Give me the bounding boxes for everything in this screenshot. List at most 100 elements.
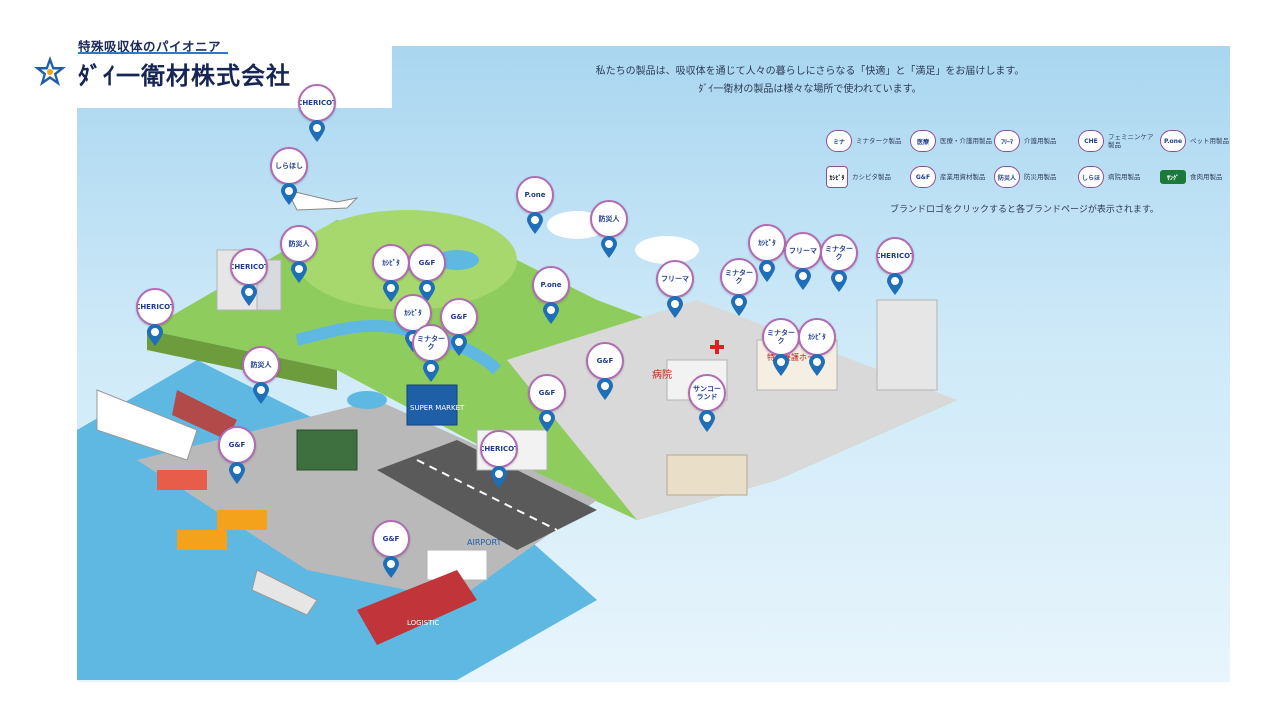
brand-pin-gf-1[interactable]: G&F: [408, 244, 446, 302]
map-marker-icon: [543, 302, 559, 324]
brand-pin-bosai-hill[interactable]: 防災人: [590, 200, 628, 258]
brand-pin-pone-shop[interactable]: P.one: [516, 176, 554, 234]
logo-rule: [78, 52, 228, 54]
brand-pin-shirahoshi[interactable]: しらほし: [270, 147, 308, 205]
brand-logo-icon: G&F: [372, 520, 410, 558]
legend-item[interactable]: ｻﾝｸﾞ食肉用製品: [1160, 164, 1223, 190]
brand-logo-icon: ミナターク: [762, 318, 800, 356]
brand-pin-gf-4[interactable]: G&F: [528, 374, 566, 432]
brand-logo-icon: ミナターク: [820, 234, 858, 272]
map-marker-icon: [667, 296, 683, 318]
brand-pin-freema-care[interactable]: フリーマ: [784, 232, 822, 290]
brand-pin-gf-port[interactable]: G&F: [218, 426, 256, 484]
brand-pin-gf-2[interactable]: G&F: [440, 298, 478, 356]
brand-pin-freema-hospital[interactable]: フリーマ: [656, 260, 694, 318]
brand-logo-icon: ミナターク: [412, 324, 450, 362]
map-marker-icon: [451, 334, 467, 356]
legend-item[interactable]: ﾌﾘｰﾏ介護用製品: [994, 128, 1057, 154]
brand-logo-icon: 防災人: [994, 166, 1020, 188]
brand-logo-icon: サンコーランド: [688, 374, 726, 412]
brand-pin-cherico-park[interactable]: CHERICOT: [230, 248, 268, 306]
brand-logo-icon: ミナターク: [720, 258, 758, 296]
brand-logo-icon: G&F: [440, 298, 478, 336]
brand-logo-icon: 防災人: [280, 225, 318, 263]
brand-logo-icon: G&F: [218, 426, 256, 464]
map-marker-icon: [291, 261, 307, 283]
brand-pin-minata-town[interactable]: ミナターク: [762, 318, 800, 376]
brand-logo-icon: P.one: [516, 176, 554, 214]
brand-logo-icon: フリーマ: [784, 232, 822, 270]
brand-pin-gf-harbor[interactable]: G&F: [372, 520, 410, 578]
brand-logo-icon: CHERICOT: [876, 237, 914, 275]
legend-label: フェミニンケア 製品: [1108, 133, 1154, 149]
legend-item[interactable]: 防災人防災用製品: [994, 164, 1057, 190]
brand-pin-kashipita-1[interactable]: ｶｼﾋﾟﾀ: [372, 244, 410, 302]
brand-pin-gf-3[interactable]: G&F: [586, 342, 624, 400]
brand-logo-icon: ｶｼﾋﾟﾀ: [372, 244, 410, 282]
brand-pin-minata-care[interactable]: ミナターク: [820, 234, 858, 292]
brand-logo-icon: CHERICOT: [230, 248, 268, 286]
legend-label: 病院用製品: [1108, 173, 1141, 181]
legend-item[interactable]: 医療医療・介護用製品: [910, 128, 992, 154]
map-marker-icon: [383, 556, 399, 578]
care-home-sign: 特別養護ホーム: [767, 352, 823, 362]
brand-pin-cherico-airport[interactable]: CHERICOT: [480, 430, 518, 488]
brand-pin-bosai-town[interactable]: 防災人: [280, 225, 318, 283]
brand-logo-icon: G&F: [586, 342, 624, 380]
brand-pin-kashipita-town[interactable]: ｶｼﾋﾟﾀ: [798, 318, 836, 376]
map-marker-icon: [281, 183, 297, 205]
brand-logo-icon: ミナ: [826, 130, 852, 152]
legend-label: 食肉用製品: [1190, 173, 1223, 181]
headline-line-1: 私たちの製品は、吸収体を通じて人々の暮らしにさらなる「快適」と「満足」をお届けし…: [595, 66, 1025, 77]
legend-label: 産業用資材製品: [940, 173, 986, 181]
brand-pin-bosai-ship[interactable]: 防災人: [242, 346, 280, 404]
company-logo[interactable]: 特殊吸収体のパイオニア ﾀﾞｲ一衛材株式会社: [0, 0, 392, 108]
hospital-sign: 病院: [652, 368, 672, 381]
legend-item[interactable]: しらほ病院用製品: [1078, 164, 1141, 190]
logo-tagline: 特殊吸収体のパイオニア: [78, 39, 222, 54]
brand-logo-icon: P.one: [1160, 130, 1186, 152]
map-marker-icon: [809, 354, 825, 376]
logistic-sign: LOGISTIC: [407, 619, 439, 627]
brand-pin-cherico-airplane[interactable]: CHERICOT: [298, 84, 336, 142]
airport-sign: AIRPORT: [467, 538, 501, 547]
brand-pin-minata-super[interactable]: ミナターク: [412, 324, 450, 382]
brand-logo-icon: 医療: [910, 130, 936, 152]
brand-pin-pone-house[interactable]: P.one: [532, 266, 570, 324]
map-marker-icon: [795, 268, 811, 290]
legend-label: 防災用製品: [1024, 173, 1057, 181]
super-sign: SUPER MARKET: [410, 404, 465, 412]
brand-logo-icon: 防災人: [242, 346, 280, 384]
map-marker-icon: [699, 410, 715, 432]
legend-note: ブランドロゴをクリックすると各ブランドページが表示されます。: [890, 205, 1159, 215]
brand-pin-minata-hospital[interactable]: ミナターク: [720, 258, 758, 316]
brand-logo-icon: 防災人: [590, 200, 628, 238]
legend-item[interactable]: ミナミナターク製品: [826, 128, 902, 154]
brand-logo-icon: ｶｼﾋﾟﾀ: [748, 224, 786, 262]
brand-logo-icon: ｶｼﾋﾟﾀ: [798, 318, 836, 356]
map-marker-icon: [423, 360, 439, 382]
headline-line-2: ﾀﾞｲ一衛材の製品は様々な場所で使われています。: [698, 84, 922, 95]
map-marker-icon: [731, 294, 747, 316]
brand-logo-icon: CHERICOT: [480, 430, 518, 468]
map-marker-icon: [253, 382, 269, 404]
map-marker-icon: [147, 324, 163, 346]
brand-pin-cherico-ship[interactable]: CHERICOT: [136, 288, 174, 346]
brand-pin-sanko-farm[interactable]: サンコーランド: [688, 374, 726, 432]
legend-item[interactable]: ｶｼﾋﾟﾀカシピタ製品: [826, 164, 891, 190]
map-marker-icon: [229, 462, 245, 484]
brand-pin-kashipita-care[interactable]: ｶｼﾋﾟﾀ: [748, 224, 786, 282]
map-marker-icon: [831, 270, 847, 292]
brand-logo-icon: CHE: [1078, 130, 1104, 152]
map-marker-icon: [601, 236, 617, 258]
brand-pin-cherico-tower[interactable]: CHERICOT: [876, 237, 914, 295]
star-logo-icon: [34, 56, 66, 86]
brand-logo-icon: CHERICOT: [136, 288, 174, 326]
legend-label: カシピタ製品: [852, 173, 891, 181]
map-marker-icon: [309, 120, 325, 142]
map-marker-icon: [491, 466, 507, 488]
legend-label: 介護用製品: [1024, 137, 1057, 145]
